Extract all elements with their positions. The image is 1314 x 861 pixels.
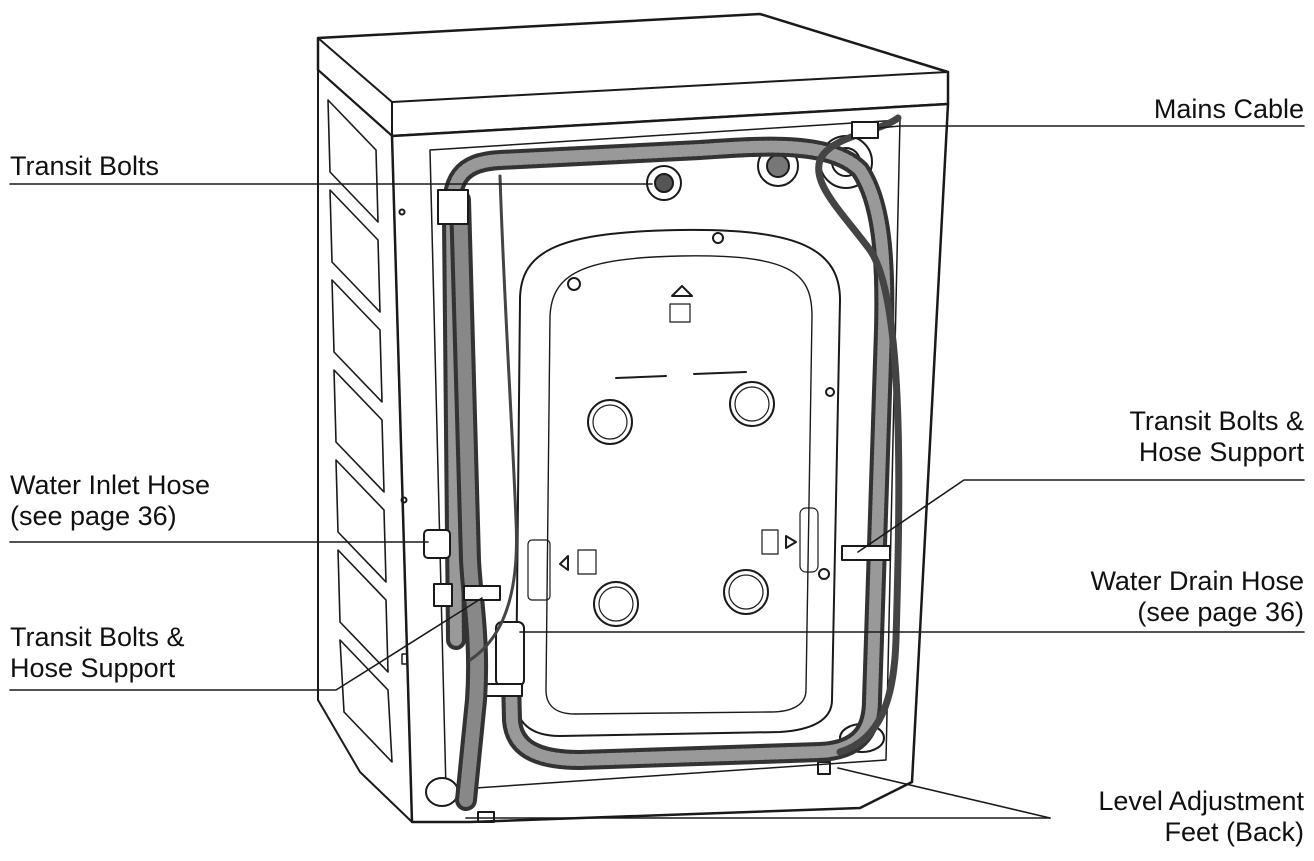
leader-transit-bolts-hose-support-left (9, 597, 483, 691)
leader-transit-bolts-hose-support-right (857, 479, 1305, 553)
label-water-drain-hose: Water Drain Hose (see page 36) (1090, 566, 1304, 627)
leader-level-adjustment-feet-1 (837, 767, 1051, 819)
inlet-hose (423, 189, 501, 811)
label-level-adjustment-feet: Level Adjustment Feet (Back) (1098, 786, 1304, 847)
hose-support-right (841, 545, 891, 561)
drain-hose (441, 136, 895, 770)
leader-mains-cable (877, 125, 1305, 129)
cabinet-back-panel (390, 102, 950, 824)
label-mains-cable: Mains Cable (1153, 94, 1304, 124)
mains-cable (468, 114, 903, 756)
label-transit-bolts-hose-support-left: Transit Bolts & Hose Support (10, 622, 185, 683)
cabinet-left-side (317, 69, 417, 823)
label-water-inlet-hose: Water Inlet Hose (see page 36) (10, 470, 211, 531)
leader-lines (9, 125, 1305, 819)
label-transit-bolts-hose-support-right: Transit Bolts & Hose Support (1129, 406, 1304, 467)
label-transit-bolts-top: Transit Bolts (10, 151, 160, 181)
